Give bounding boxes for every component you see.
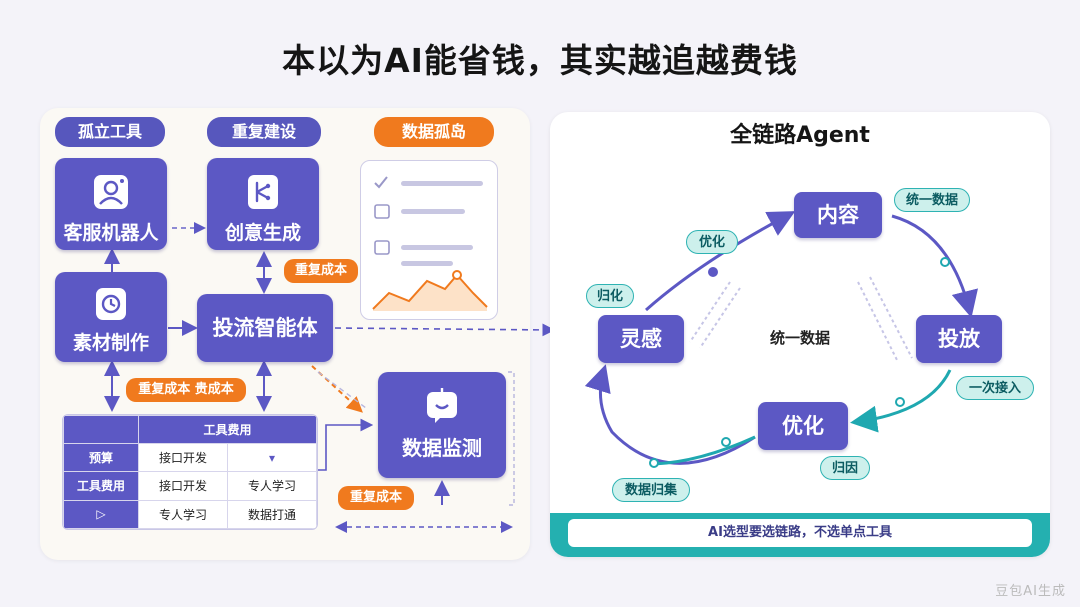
right-panel-title: 全链路Agent xyxy=(730,123,870,148)
table-cell: 接口开发 xyxy=(138,442,228,473)
tag-unified-data: 统一数据 xyxy=(894,188,970,212)
table-row-side: 预算 xyxy=(63,442,139,473)
tag-repeat-cost-3: 重复成本 xyxy=(338,486,414,510)
table-corner xyxy=(63,415,139,444)
tag-once: 一次接入 xyxy=(956,376,1034,400)
card-creative-label: 创意生成 xyxy=(224,222,301,244)
pill-data-island: 数据孤岛 xyxy=(374,117,494,147)
tag-optimize: 优化 xyxy=(686,230,738,254)
node-optimize[interactable]: 优化 xyxy=(758,402,848,450)
table-header: 工具费用 xyxy=(138,415,317,444)
watermark: 豆包AI生成 xyxy=(995,584,1066,599)
play-icon: ▷ xyxy=(63,499,139,529)
tag-attribute: 归化 xyxy=(586,284,634,308)
clock-icon xyxy=(96,288,126,320)
node-content[interactable]: 内容 xyxy=(794,192,882,238)
node-launch[interactable]: 投放 xyxy=(916,315,1002,363)
pill-isolated-tools: 孤立工具 xyxy=(55,117,165,147)
chat-icon xyxy=(427,388,457,423)
page-title: 本以为AI能省钱，其实越追越费钱 xyxy=(282,41,798,80)
right-panel: 全链路Agent 内容 灵感 投放 优化 统一数据 统一数据 优化 归化 一次接… xyxy=(550,112,1050,557)
user-icon xyxy=(94,175,128,209)
table-cell: 数据打通 xyxy=(227,499,317,529)
card-data-monitor-label: 数据监测 xyxy=(402,436,482,460)
table-cell: 专人学习 xyxy=(227,471,317,501)
pill-repeat-build: 重复建设 xyxy=(207,117,321,147)
center-label: 统一数据 xyxy=(769,329,830,347)
table-cell: 接口开发 xyxy=(138,471,228,501)
tag-repeat-cost-1: 重复成本 xyxy=(284,259,358,283)
checklist-icon xyxy=(372,176,488,311)
card-service-bot-label: 客服机器人 xyxy=(63,222,159,244)
card-ad-agent[interactable]: 投流智能体 xyxy=(197,294,333,362)
card-creative[interactable]: 创意生成 xyxy=(207,158,319,250)
dropdown-icon[interactable]: ▾ xyxy=(227,442,317,473)
data-island-document xyxy=(360,160,498,320)
flow-icon xyxy=(248,175,278,209)
card-material-label: 素材制作 xyxy=(72,332,149,354)
card-service-bot[interactable]: 客服机器人 xyxy=(55,158,167,250)
cycle-arrows xyxy=(584,211,978,468)
node-inspiration[interactable]: 灵感 xyxy=(598,315,684,363)
tag-repeat-cost-2: 重复成本 贵成本 xyxy=(126,378,246,402)
card-data-monitor[interactable]: 数据监测 xyxy=(378,372,506,478)
table-cell: 专人学习 xyxy=(138,499,228,529)
table-row-side: 工具费用 xyxy=(63,471,139,501)
card-material[interactable]: 素材制作 xyxy=(55,272,167,362)
tag-collect: 数据归集 xyxy=(612,478,690,502)
footer-text: AI选型要选链路，不选单点工具 xyxy=(568,519,1032,547)
footer-bar: AI选型要选链路，不选单点工具 xyxy=(550,513,1050,557)
cost-table: 工具费用 预算 接口开发 ▾ 工具费用 接口开发 专人学习 ▷ 专人学习 数据打… xyxy=(62,414,318,530)
tag-cause: 归因 xyxy=(820,456,870,480)
